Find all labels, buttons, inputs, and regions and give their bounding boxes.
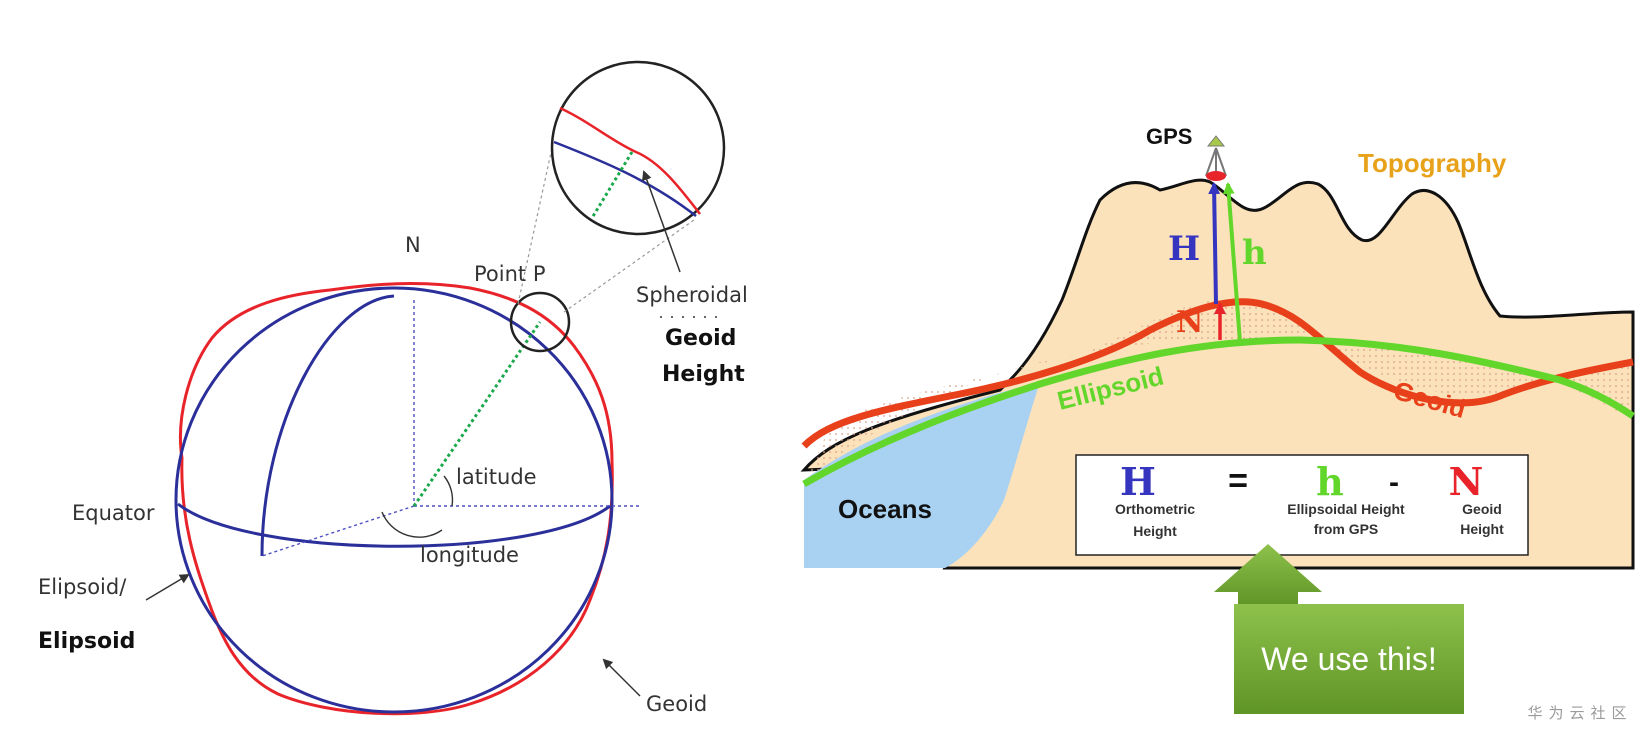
geoid-line <box>801 298 1634 449</box>
formula-h: h <box>1316 459 1344 504</box>
formula-N-desc-1: Geoid <box>1462 501 1502 517</box>
formula-H: H <box>1120 459 1156 504</box>
formula-H-desc-2: Height <box>1133 523 1177 539</box>
gps-antenna <box>1205 135 1227 181</box>
geoid-height-label-1: Geoid <box>665 326 736 351</box>
formula-h-desc-1: Ellipsoidal Height <box>1287 501 1405 517</box>
formula-N-desc-2: Height <box>1460 521 1504 537</box>
geoid-arrow <box>602 658 641 697</box>
N-label: N <box>1176 305 1203 340</box>
gps-label: GPS <box>1146 124 1192 149</box>
point-p-label: Point P <box>474 262 545 286</box>
ellipsoid-arrow <box>145 573 190 601</box>
right-height-diagram: GPS Topography H h N Ellipsoid Geoid Oce… <box>800 124 1635 714</box>
formula-H-desc-1: Orthometric <box>1115 501 1195 517</box>
zoom-connector-left <box>517 147 553 305</box>
zoom-geoid-height <box>590 151 634 219</box>
point-p-circle <box>509 291 571 353</box>
formula-equals: = <box>1228 462 1248 500</box>
zoom-inset <box>550 60 726 236</box>
meridian-line <box>260 294 395 557</box>
ellipsoid-label-2: Elipsoid <box>38 629 135 654</box>
geoid-height-label-2: Height <box>662 362 745 387</box>
formula-box: H = h - N Orthometric Height Ellipsoidal… <box>1075 454 1529 556</box>
equator-label: Equator <box>72 501 155 525</box>
geoid-label: Geoid <box>646 692 707 716</box>
spheroidal-label: Spheroidal <box>636 283 748 307</box>
zoom-geoid-line <box>559 106 701 215</box>
longitude-arc <box>381 511 443 538</box>
longitude-label: longitude <box>420 543 519 567</box>
spheroidal-arrow <box>642 170 681 273</box>
watermark: 华为云社区 <box>1527 704 1632 722</box>
ellipsoidal-height-arrow <box>1222 182 1242 343</box>
callout-arrow: We use this! <box>1214 544 1464 714</box>
latitude-label: latitude <box>456 465 537 489</box>
formula-h-desc-2: from GPS <box>1314 521 1379 537</box>
formula-minus: - <box>1389 466 1399 499</box>
h-label: h <box>1242 233 1267 273</box>
ellipsoid-line <box>802 336 1635 488</box>
topography-label: Topography <box>1358 148 1507 178</box>
normal-line <box>412 321 542 507</box>
zoom-connector-right <box>563 219 695 313</box>
callout-label: We use this! <box>1261 641 1436 677</box>
latitude-arc <box>443 475 454 507</box>
formula-N: N <box>1449 459 1484 504</box>
zoom-ellipsoid-line <box>553 140 697 217</box>
oceans-label: Oceans <box>838 494 932 524</box>
orthometric-height-arrow <box>1208 182 1221 305</box>
longitude-axis <box>261 505 415 557</box>
north-label: N <box>405 233 421 257</box>
ellipsoid-label-1: Elipsoid/ <box>38 575 127 599</box>
equator-line <box>177 502 611 548</box>
H-label: H <box>1168 229 1200 269</box>
left-geoid-diagram: N Point P Spheroidal Geoid Height latitu… <box>38 60 748 716</box>
ellipsoid-outline <box>174 286 614 714</box>
ocean-area <box>804 382 1040 568</box>
